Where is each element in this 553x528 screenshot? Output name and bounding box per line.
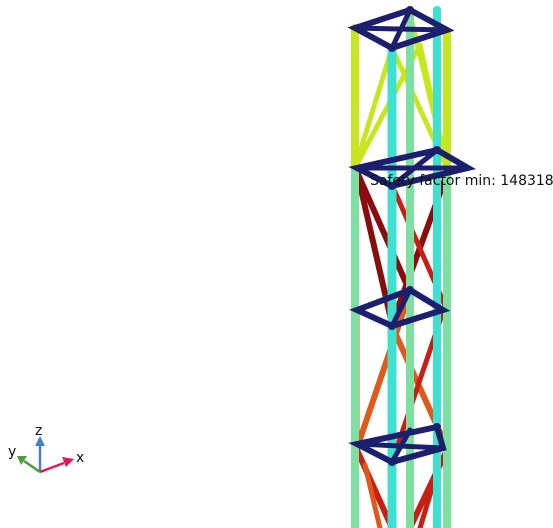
- triad-x-label: x: [76, 450, 84, 466]
- joint-node: [388, 44, 396, 52]
- frame-3-diag-1: [389, 287, 413, 329]
- diagonal-bottom-3: [362, 462, 383, 528]
- diagonal-bottom-1: [354, 447, 395, 528]
- diagonal-mid-1: [354, 169, 413, 295]
- triad-y-arrowhead: [17, 456, 27, 465]
- triad-z-label: z: [35, 423, 42, 439]
- joint-node: [388, 322, 396, 330]
- safety-factor-label: Safety factor min: 148318: [370, 173, 553, 189]
- frame-top-diag-2: [352, 25, 450, 33]
- orientation-triad: z x y: [8, 423, 84, 474]
- triad-y-label: y: [8, 444, 16, 460]
- diagonal-low-3: [354, 289, 413, 451]
- tower-frames: [347, 6, 477, 466]
- joint-node: [406, 6, 414, 14]
- joint-node: [406, 286, 414, 294]
- joint-node: [433, 146, 441, 154]
- lattice-tower: [347, 6, 477, 528]
- joint-node: [433, 423, 441, 431]
- triad-y-axis: [23, 459, 41, 474]
- diagonal-top-4: [352, 45, 395, 171]
- triad-x-axis: [39, 461, 65, 474]
- joint-node: [388, 458, 396, 466]
- joint-node: [388, 182, 396, 190]
- frame-4-diag-2: [389, 427, 413, 465]
- joint-nodes: [388, 6, 441, 466]
- triad-x-arrowhead: [62, 457, 74, 467]
- triad-z-arrowhead: [35, 436, 45, 446]
